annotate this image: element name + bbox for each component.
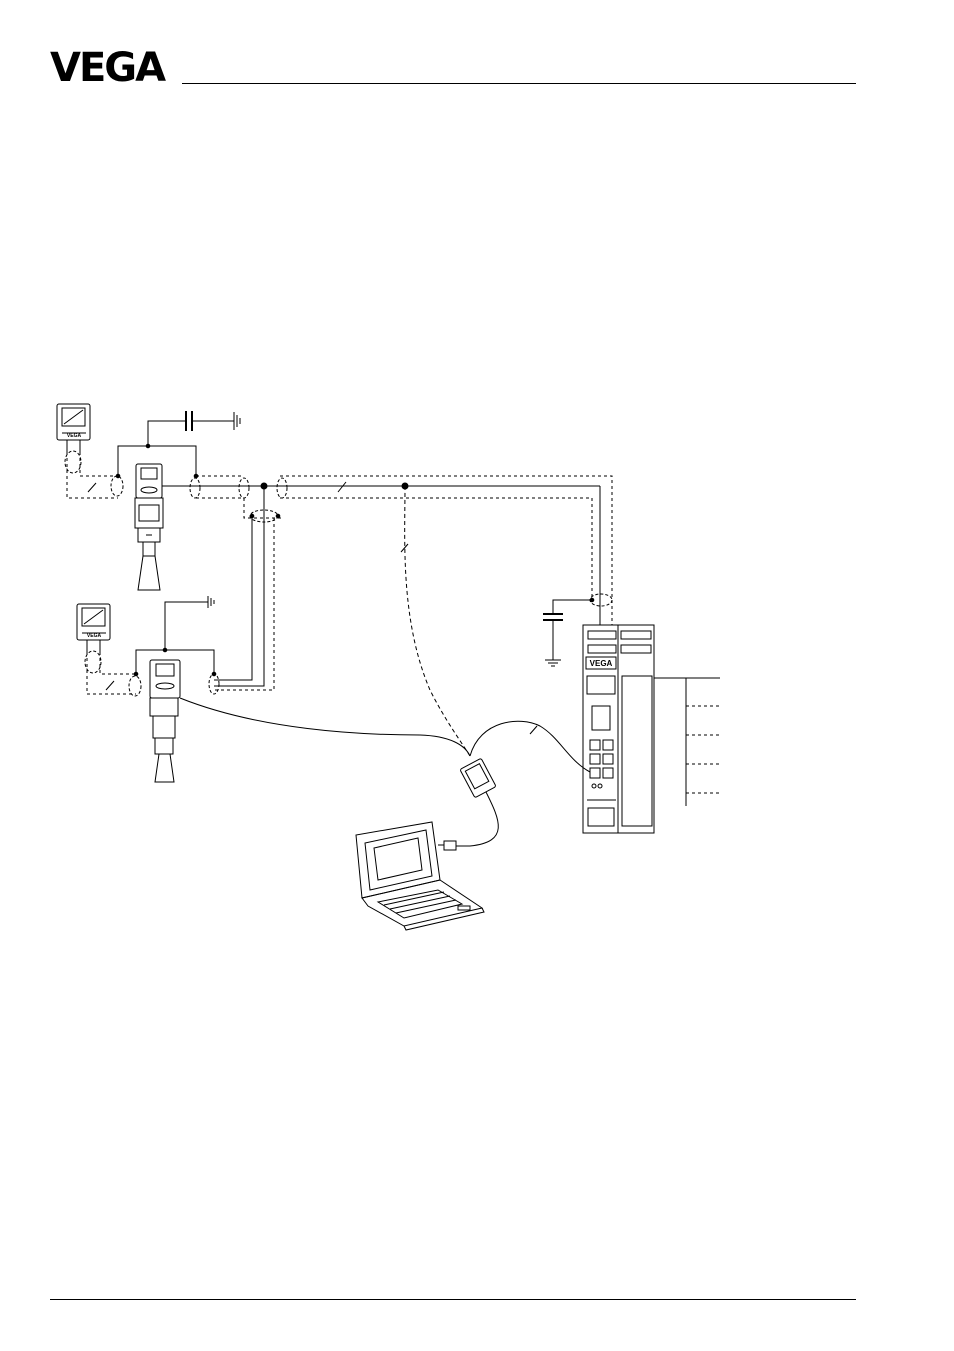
- indicator-1-label: VEGA: [67, 433, 82, 439]
- indicator-1: [57, 404, 90, 452]
- bus-solid: [162, 486, 600, 686]
- sensor-1: [135, 464, 163, 590]
- ground-capacitor-1: [148, 411, 240, 446]
- processing-unit: [583, 625, 654, 833]
- sensor-2: [150, 660, 180, 782]
- indicator-2-label: VEGA: [87, 633, 102, 639]
- laptop-pc: [356, 822, 484, 930]
- sensor-2-supply: [136, 650, 214, 674]
- indicator-1-cable: [67, 452, 118, 498]
- output-lines: [654, 678, 720, 806]
- adapter-cable-unit: [470, 721, 590, 772]
- wire-mark: [88, 483, 96, 492]
- bus-shield: [196, 476, 612, 690]
- shield-ring: [111, 476, 123, 496]
- ground-2: [165, 596, 214, 650]
- adapter-cable-sensor: [180, 698, 470, 756]
- pc-plug: [444, 841, 456, 850]
- processing-unit-logo: VEGA: [590, 659, 613, 668]
- adapter-cable-bus: [405, 486, 470, 756]
- ground-capacitor-2: [543, 600, 592, 666]
- wire-mark: [338, 482, 346, 492]
- pc-cable: [456, 792, 498, 846]
- indicator-2-cable: [87, 652, 136, 694]
- interface-adapter: [460, 758, 496, 798]
- indicator-2: [77, 604, 110, 652]
